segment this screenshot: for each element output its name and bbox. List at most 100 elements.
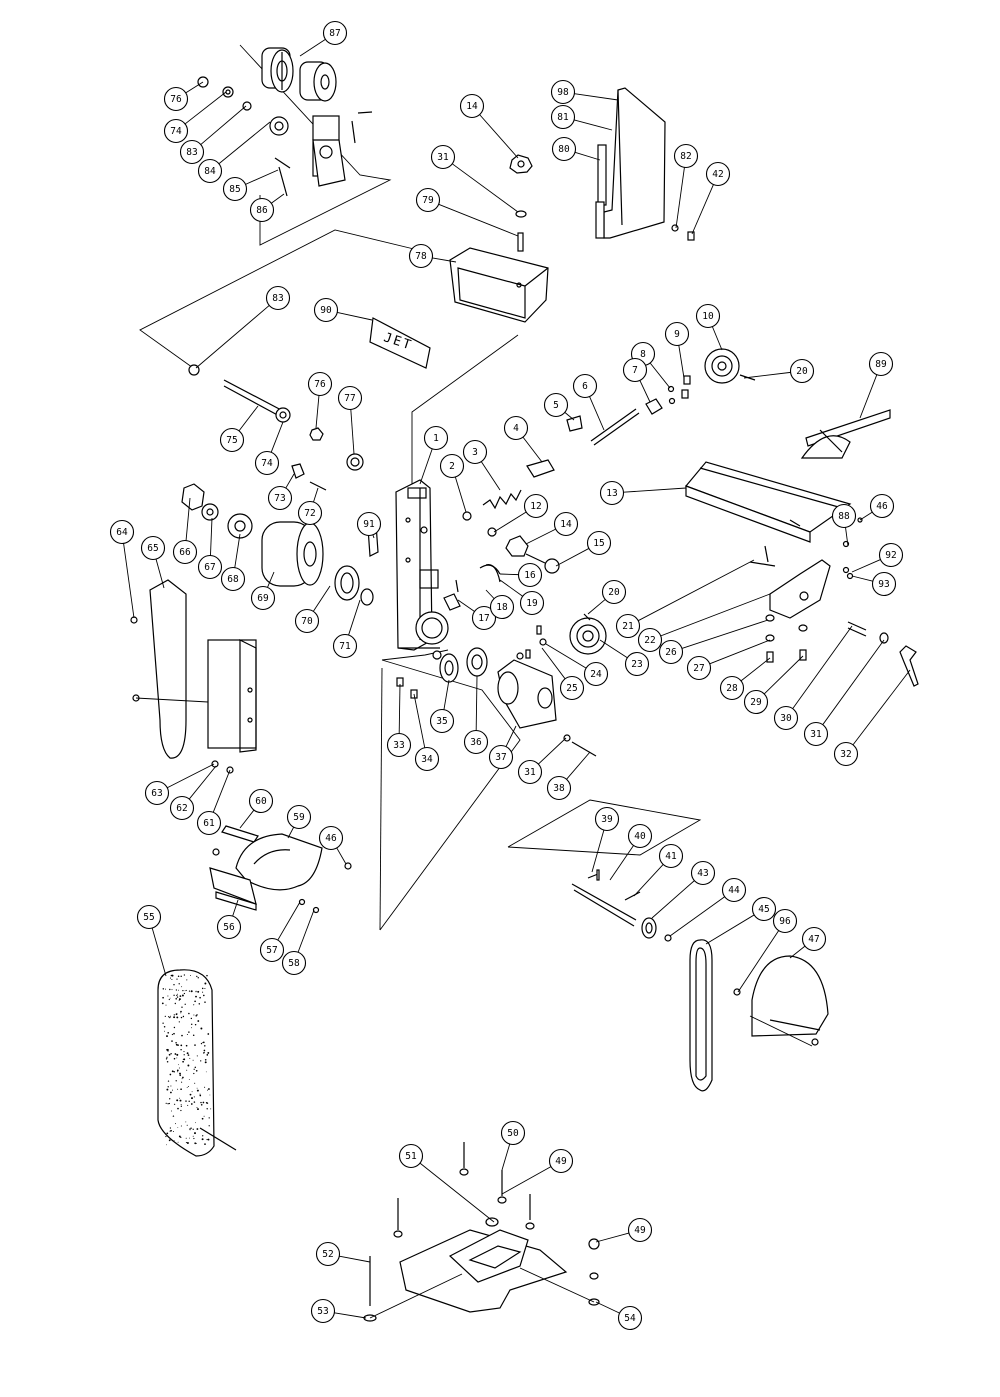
callout-20: 20 (601, 579, 627, 605)
callout-59: 59 (286, 804, 312, 830)
callout-leader-80 (574, 151, 601, 161)
callout-number: 21 (622, 621, 634, 632)
callout-83: 83 (265, 285, 291, 311)
callout-leader-49 (501, 1166, 552, 1195)
callout-leader-75 (238, 405, 259, 432)
callout-leader-5 (564, 412, 575, 421)
callout-number: 63 (151, 788, 162, 799)
callout-36: 36 (463, 729, 489, 755)
callout-number: 55 (143, 912, 154, 923)
callout-circle (519, 590, 545, 616)
callout-leader-77 (350, 409, 355, 455)
callout-35: 35 (429, 708, 455, 734)
callout-circle (281, 950, 307, 976)
callout-80: 80 (551, 136, 577, 162)
callout-leader-84 (218, 121, 271, 165)
callout-leader-76 (315, 395, 320, 429)
callout-number: 67 (204, 562, 215, 573)
callout-16: 16 (517, 562, 543, 588)
callout-25: 25 (559, 675, 585, 701)
callout-circle (523, 493, 549, 519)
callout-number: 87 (329, 28, 340, 39)
callout-leader-12 (493, 511, 527, 533)
callout-leader-41 (633, 864, 664, 897)
callout-circle (286, 804, 312, 830)
callout-leader-23 (599, 639, 628, 659)
callout-72: 72 (297, 500, 323, 526)
callout-number: 7 (632, 365, 638, 376)
callout-circle (637, 627, 663, 653)
work-table (684, 461, 852, 543)
callout-49: 49 (548, 1148, 574, 1174)
callout-2: 2 (439, 453, 465, 479)
callout-number: 89 (875, 359, 887, 370)
callout-circle (751, 896, 777, 922)
callout-leader-20 (587, 599, 606, 615)
callout-1: 1 (423, 425, 449, 451)
callout-number: 33 (393, 740, 404, 751)
callout-40: 40 (627, 823, 653, 849)
callout-number: 15 (593, 538, 604, 549)
callout-78: 78 (408, 243, 434, 269)
callout-21: 21 (615, 613, 641, 639)
callout-85: 85 (222, 176, 248, 202)
callout-leader-78 (432, 257, 457, 263)
callout-leader-65 (155, 558, 165, 589)
callout-12: 12 (523, 493, 549, 519)
callout-number: 46 (325, 833, 337, 844)
callout-leader-36 (475, 675, 478, 731)
callout-37: 37 (488, 744, 514, 770)
callout-circle (463, 729, 489, 755)
callout-circle (833, 741, 859, 767)
callout-circle (801, 926, 827, 952)
callout-circle (586, 530, 612, 556)
callout-75: 75 (219, 427, 245, 453)
callout-circle (627, 1217, 653, 1243)
callout-circle (313, 297, 339, 323)
callout-circle (721, 877, 747, 903)
callout-leader-44 (669, 896, 725, 937)
callout-leader-49 (595, 1232, 630, 1243)
callout-leader-15 (555, 548, 590, 567)
callout-leader-85 (245, 169, 279, 185)
callout-6: 6 (572, 373, 598, 399)
callout-number: 46 (876, 501, 888, 512)
callout-leader-51 (419, 1162, 495, 1223)
callout-96: 96 (772, 908, 798, 934)
callout-number: 47 (808, 934, 819, 945)
callout-circle (294, 608, 320, 634)
callout-leader-1 (419, 448, 433, 485)
callout-circle (719, 675, 745, 701)
callout-leader-55 (151, 927, 167, 977)
belt-grit (161, 974, 212, 1146)
callout-76: 76 (307, 371, 333, 397)
callout-number: 26 (665, 647, 677, 658)
callout-leader-31 (538, 737, 567, 765)
callout-number: 12 (530, 501, 541, 512)
callout-65: 65 (140, 535, 166, 561)
callout-number: 81 (557, 112, 569, 123)
callout-92: 92 (878, 542, 904, 568)
callout-number: 80 (558, 144, 570, 155)
callout-leader-76 (185, 81, 204, 94)
callout-84: 84 (197, 158, 223, 184)
callout-number: 38 (553, 783, 565, 794)
callout-number: 2 (449, 461, 455, 472)
callout-52: 52 (315, 1241, 341, 1267)
callout-number: 31 (437, 152, 449, 163)
callout-number: 74 (261, 458, 273, 469)
callout-41: 41 (658, 843, 684, 869)
callout-leader-57 (277, 901, 301, 941)
callout-44: 44 (721, 877, 747, 903)
callout-leader-68 (234, 533, 241, 568)
callout-number: 85 (229, 184, 240, 195)
callout-number: 57 (266, 945, 277, 956)
callout-leader-28 (740, 657, 771, 682)
callout-number: 29 (750, 697, 762, 708)
callout-33: 33 (386, 732, 412, 758)
callout-leader-30 (792, 625, 853, 709)
table-bracket (749, 517, 919, 687)
callout-leader-24 (545, 643, 587, 669)
callout-number: 69 (257, 593, 269, 604)
callout-70: 70 (294, 608, 320, 634)
